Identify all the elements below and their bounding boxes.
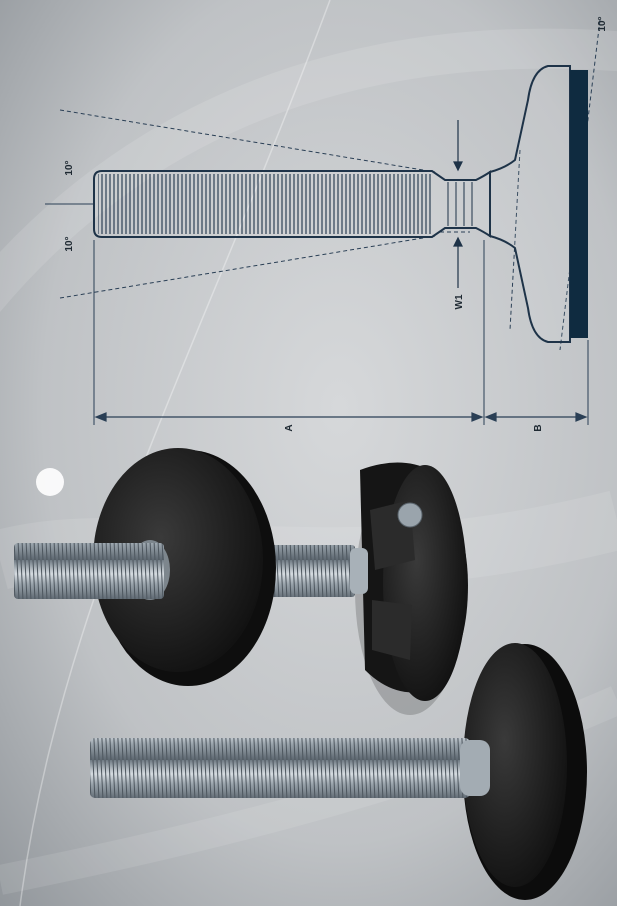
base-ribs [370,500,415,660]
dimension-label-b: B [533,424,544,431]
highlight-dot [36,468,64,496]
technical-drawing: 10° 10° 10° A B W1 [45,16,608,432]
loose-disc [93,448,263,672]
bolt-neck-lines [447,182,473,226]
bolt-collar [460,740,490,796]
bolt-thread-lines [98,174,432,234]
w1-indicator [453,120,463,288]
shank-collar [350,548,368,594]
angle-label-right: 10° [597,16,608,31]
dimension-a [94,412,484,422]
base-plate [383,465,467,701]
dimension-label-w1: W1 [454,294,465,309]
hex-nut [397,502,423,528]
rubber-base [463,643,567,887]
dimension-extension-lines [93,240,589,425]
long-thread-left [14,543,164,599]
dimension-b [484,412,588,422]
angle-label-top: 10° [64,160,75,175]
short-thread-shank [270,545,355,597]
base-pad [570,70,588,338]
product-photo-leveling-foot-with-loose-disc [14,448,468,715]
long-thread-bolt [90,738,470,798]
angle-guide-lines [59,19,601,351]
product-photo-leveling-foot-with-rubber-base [90,643,587,900]
dimension-label-a: A [284,424,295,431]
base-body-outline [489,65,571,343]
angle-label-left: 10° [64,236,75,251]
